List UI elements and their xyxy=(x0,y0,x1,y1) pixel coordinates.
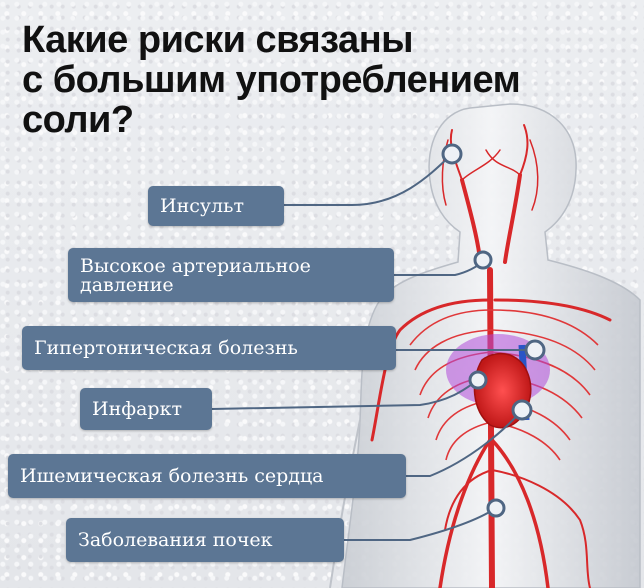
marker-dot-icon xyxy=(468,370,488,390)
label-high-blood-pressure: Высокое артериальное давление xyxy=(68,248,394,302)
arteries-icon xyxy=(370,124,612,588)
marker-dots xyxy=(441,143,546,518)
label-kidney-disease: Заболевания почек xyxy=(66,518,344,562)
marker-dot-icon xyxy=(473,250,493,270)
page-title: Какие риски связаны с большим употреблен… xyxy=(22,20,582,140)
label-stroke: Инсульт xyxy=(148,186,284,226)
title-line-1: Какие риски связаны xyxy=(22,19,414,61)
marker-dot-icon xyxy=(511,399,533,421)
label-ischemic-heart-disease: Ишемическая болезнь сердца xyxy=(8,454,406,498)
marker-dot-icon xyxy=(524,339,546,361)
title-line-2: с большим употреблением xyxy=(22,59,521,101)
title-line-3: соли? xyxy=(22,99,134,141)
marker-dot-icon xyxy=(441,143,463,165)
marker-dot-icon xyxy=(486,498,506,518)
label-heart-attack: Инфаркт xyxy=(80,388,212,430)
label-hypertension: Гипертоническая болезнь xyxy=(22,326,396,370)
